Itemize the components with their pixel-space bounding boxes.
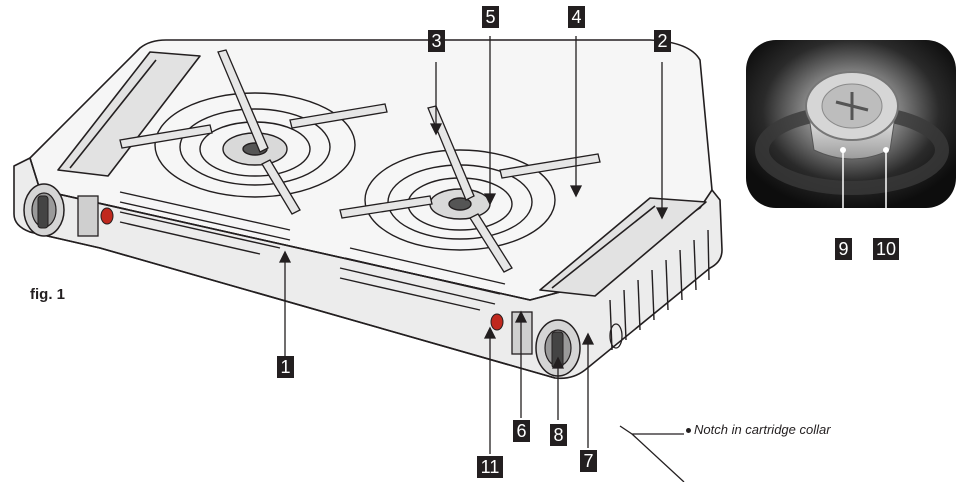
callout-10: 10 [873, 238, 899, 260]
callout-11: 11 [477, 456, 503, 478]
left-burner [154, 92, 356, 198]
cartridge-port [609, 323, 623, 349]
callout-7: 7 [580, 450, 597, 472]
notch-pointer [619, 425, 685, 483]
left-lever [77, 195, 99, 237]
right-igniter [490, 313, 504, 331]
figure-label: fig. 1 [30, 286, 66, 303]
notch-annotation-text: Notch in cartridge collar [694, 422, 831, 437]
stove-body [13, 39, 723, 380]
callout-1: 1 [277, 356, 294, 378]
callout-3: 3 [428, 30, 445, 52]
callout-6: 6 [513, 420, 530, 442]
callout-8: 8 [550, 424, 567, 446]
burner-closeup-inset [746, 40, 956, 238]
notch-annotation: Notch in cartridge collar [686, 422, 831, 437]
left-igniter [100, 207, 114, 225]
bullet-dot [686, 428, 691, 434]
right-control-knob [535, 319, 581, 377]
leader-lines [278, 36, 669, 454]
left-control-knob [23, 183, 65, 237]
callout-5: 5 [482, 6, 499, 28]
callout-4: 4 [568, 6, 585, 28]
callout-9: 9 [835, 238, 852, 260]
pot-supports [119, 49, 601, 273]
callout-2: 2 [654, 30, 671, 52]
